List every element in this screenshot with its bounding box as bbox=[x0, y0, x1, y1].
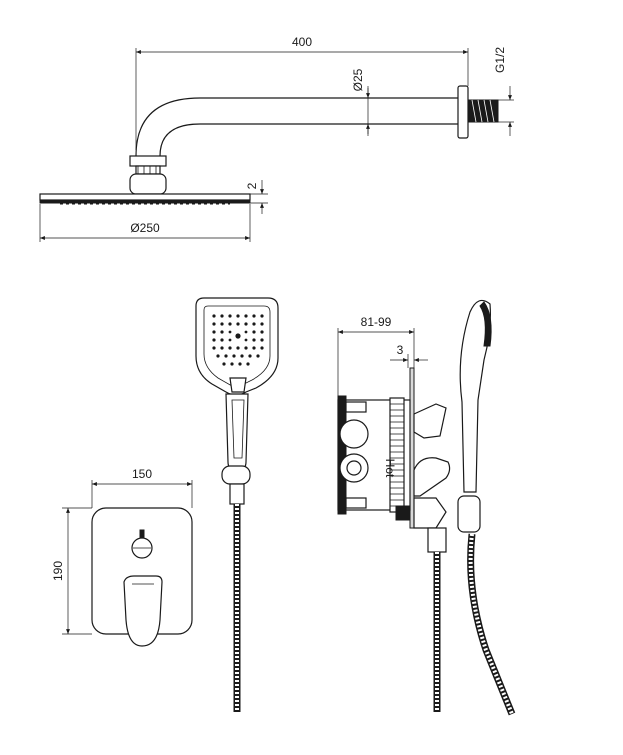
dimension-head-thickness: 2 bbox=[245, 180, 268, 214]
dimension-plate-offset: 3 bbox=[390, 343, 428, 368]
mixer-plate-front bbox=[91, 507, 193, 647]
hand-shower-holder bbox=[221, 465, 251, 485]
hand-shower-button bbox=[229, 377, 247, 393]
hand-shower-handle bbox=[225, 393, 249, 471]
diverter-stub bbox=[395, 505, 411, 521]
head-thickness-label: 2 bbox=[245, 182, 259, 189]
arm-length-label: 400 bbox=[292, 35, 312, 49]
box-depth-label: 81-99 bbox=[361, 315, 392, 329]
ball-joint bbox=[129, 173, 167, 195]
arm-nut bbox=[129, 155, 167, 167]
port-upper bbox=[339, 419, 369, 449]
mixer-lever bbox=[123, 575, 163, 647]
hand-shower-holder-side bbox=[457, 495, 481, 533]
hose-connector bbox=[229, 483, 245, 505]
wall-flange bbox=[457, 85, 469, 139]
dimension-box-depth: 81-99 bbox=[337, 315, 415, 396]
mixer-body-side: Hot bbox=[337, 299, 516, 716]
shower-head-plate bbox=[39, 193, 251, 201]
shower-arm-bottom-edge bbox=[159, 123, 458, 157]
dimension-plate-height: 190 bbox=[51, 507, 92, 635]
mixer-knob-side bbox=[413, 497, 447, 529]
plate-height-label: 190 bbox=[51, 561, 65, 581]
box-back-flange bbox=[337, 395, 347, 515]
head-diameter-label: Ø250 bbox=[130, 221, 160, 235]
shower-arm-top-edge bbox=[135, 97, 458, 157]
dimension-arm-length: 400 bbox=[135, 35, 469, 150]
arm-diameter-label: Ø25 bbox=[351, 68, 365, 91]
lever-side bbox=[413, 457, 451, 497]
dimension-thread: G1/2 bbox=[493, 47, 514, 136]
plate-offset-label: 3 bbox=[397, 343, 404, 357]
hand-shower-side bbox=[459, 299, 491, 493]
hand-shower-front bbox=[195, 297, 279, 712]
box-ribs bbox=[389, 397, 405, 513]
thread-stub bbox=[467, 99, 499, 123]
hot-marking: Hot bbox=[383, 459, 397, 478]
overhead-shower bbox=[39, 85, 499, 205]
dimension-plate-width: 150 bbox=[91, 467, 193, 508]
plate-width-label: 150 bbox=[132, 467, 152, 481]
wall-outlet-side bbox=[427, 527, 447, 553]
hand-shower-head bbox=[195, 297, 279, 396]
hose-side-right bbox=[467, 533, 516, 716]
thread-label: G1/2 bbox=[493, 47, 507, 73]
dimension-head-diameter: Ø250 bbox=[39, 204, 251, 242]
dimension-arm-diameter: Ø25 bbox=[351, 68, 370, 136]
hand-shower-nozzles bbox=[212, 314, 264, 366]
holder-side bbox=[413, 403, 447, 439]
